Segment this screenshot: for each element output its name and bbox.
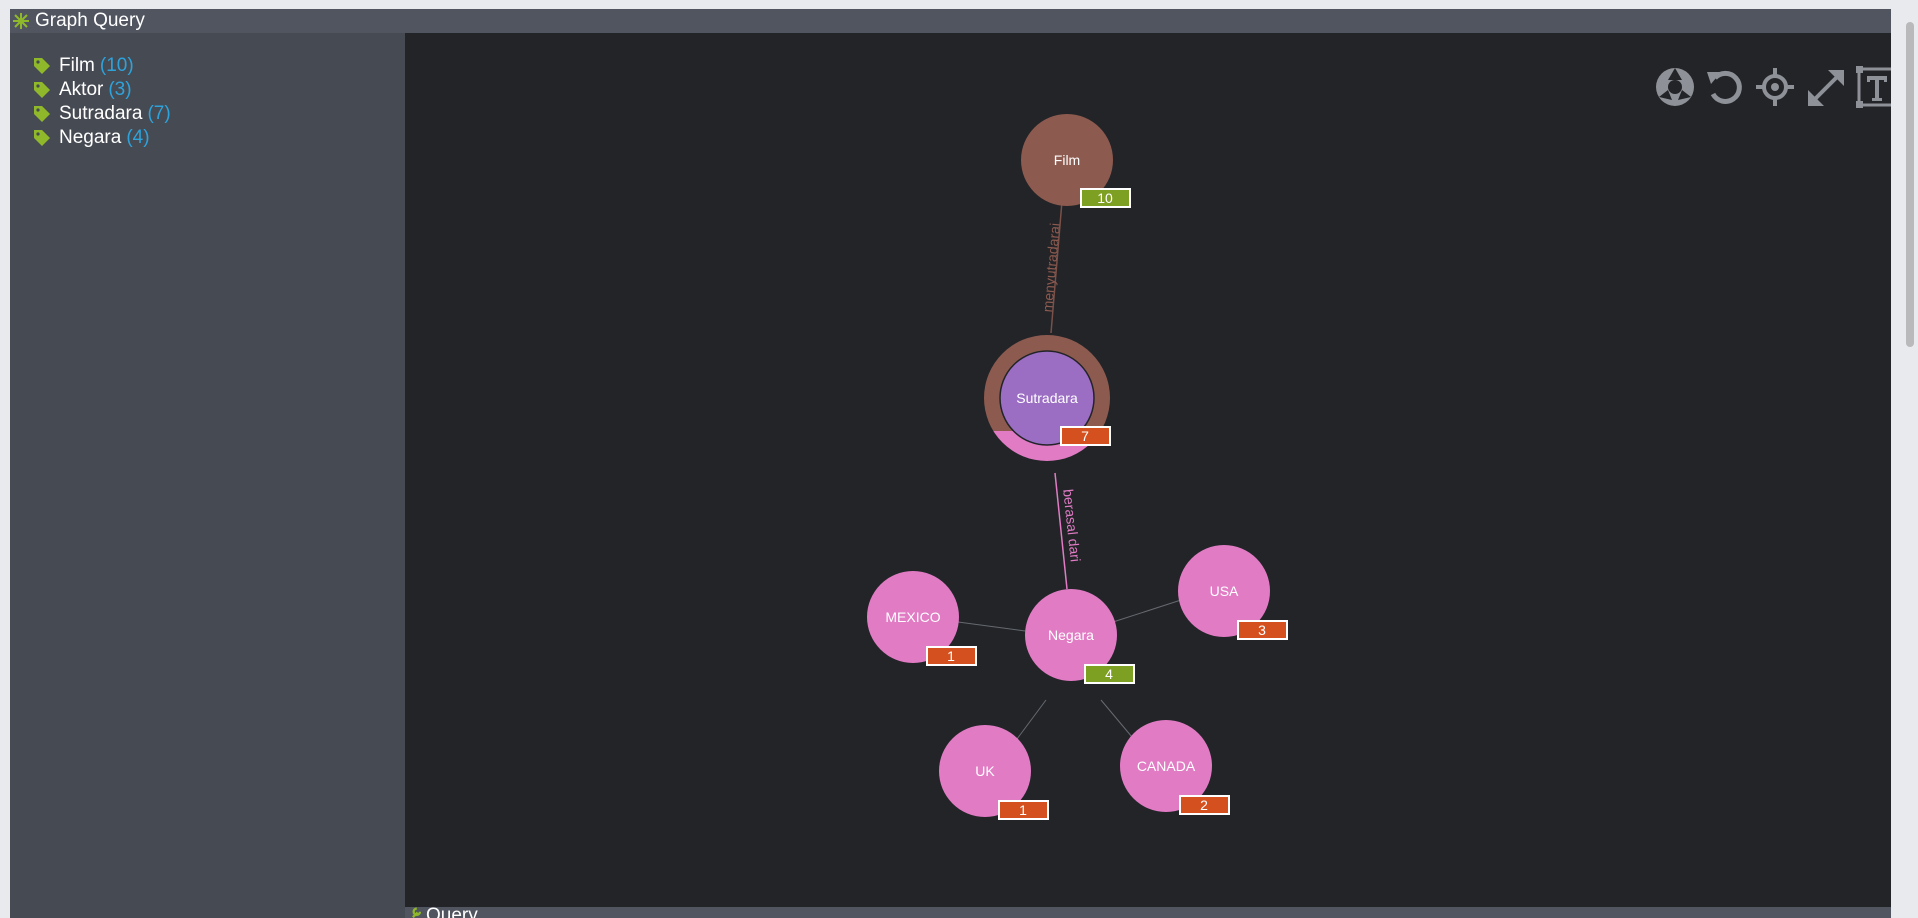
node-badge-count: 7 (1081, 428, 1089, 444)
window-titlebar: Graph Query (10, 9, 1891, 33)
graph-icon (13, 13, 29, 29)
node-mexico[interactable]: MEXICO 1 (867, 571, 977, 666)
node-badge-count: 1 (1019, 802, 1027, 818)
node-label: MEXICO (885, 609, 940, 625)
scrollbar-thumb[interactable] (1906, 22, 1914, 347)
node-badge-count: 1 (947, 648, 955, 664)
edge-negara-mexico[interactable] (957, 621, 1026, 632)
node-badge (1080, 188, 1131, 208)
legend-label: Sutradara (59, 103, 143, 124)
tag-icon (34, 106, 50, 122)
legend-count: (3) (108, 79, 132, 100)
node-badge-count: 2 (1200, 797, 1208, 813)
node-negara[interactable]: Negara 4 (1025, 589, 1135, 684)
legend-count: (10) (99, 55, 134, 76)
node-badge (926, 646, 977, 666)
edge-label-berasal-dari: berasal dari (1060, 488, 1084, 562)
node-canada[interactable]: CANADA 2 (1120, 720, 1230, 815)
layout-icon[interactable] (1656, 68, 1694, 106)
node-label: Film (1054, 152, 1080, 168)
node-label: Sutradara (1016, 390, 1078, 406)
node-badge (998, 800, 1049, 820)
tag-icon (34, 130, 50, 146)
legend-label: Aktor (59, 79, 104, 100)
legend-count: (4) (126, 127, 150, 148)
node-badge-count: 10 (1097, 190, 1113, 206)
text-toggle-icon[interactable] (1856, 66, 1891, 108)
query-panel-header[interactable]: Query (405, 907, 1891, 918)
center-icon[interactable] (1756, 68, 1794, 106)
legend-label: Negara (59, 127, 122, 148)
query-panel-title: Query (426, 907, 478, 918)
edge-film-sutradara[interactable] (1050, 200, 1063, 334)
legend-label: Film (59, 55, 95, 76)
node-badge (1084, 664, 1135, 684)
node-sutradara[interactable]: Sutradara 7 (984, 335, 1111, 461)
edge-negara-uk[interactable] (1016, 699, 1047, 740)
node-label: UK (975, 763, 995, 779)
node-badge-count: 3 (1258, 622, 1266, 638)
sidebar: Film(10) Aktor(3) Sutradara(7) Negara(4) (10, 33, 405, 918)
wrench-icon (412, 907, 422, 918)
graph-canvas[interactable]: menyutradarai berasal dari Film 10 Sutra… (405, 33, 1891, 907)
edge-negara-usa[interactable] (1112, 599, 1182, 623)
node-badge (1237, 620, 1288, 640)
edge-label-menyutradarai: menyutradarai (1039, 222, 1063, 313)
node-usa[interactable]: USA 3 (1178, 545, 1288, 640)
legend-count: (7) (147, 103, 171, 124)
node-uk[interactable]: UK 1 (939, 725, 1049, 820)
node-film[interactable]: Film 10 (1021, 114, 1131, 208)
node-label: Negara (1048, 627, 1094, 643)
edge-negara-canada[interactable] (1100, 699, 1133, 738)
edge-sutradara-negara[interactable] (1054, 472, 1068, 590)
node-label: USA (1210, 583, 1239, 599)
node-label: CANADA (1137, 758, 1196, 774)
node-badge (1179, 795, 1230, 815)
node-badge (1060, 426, 1111, 446)
node-badge-count: 4 (1105, 666, 1113, 682)
tag-icon (34, 58, 50, 74)
tag-icon (34, 82, 50, 98)
fullscreen-icon[interactable] (1808, 70, 1844, 106)
undo-icon[interactable] (1707, 70, 1742, 104)
page-scrollbar[interactable] (1904, 14, 1916, 918)
window-title: Graph Query (35, 10, 145, 31)
